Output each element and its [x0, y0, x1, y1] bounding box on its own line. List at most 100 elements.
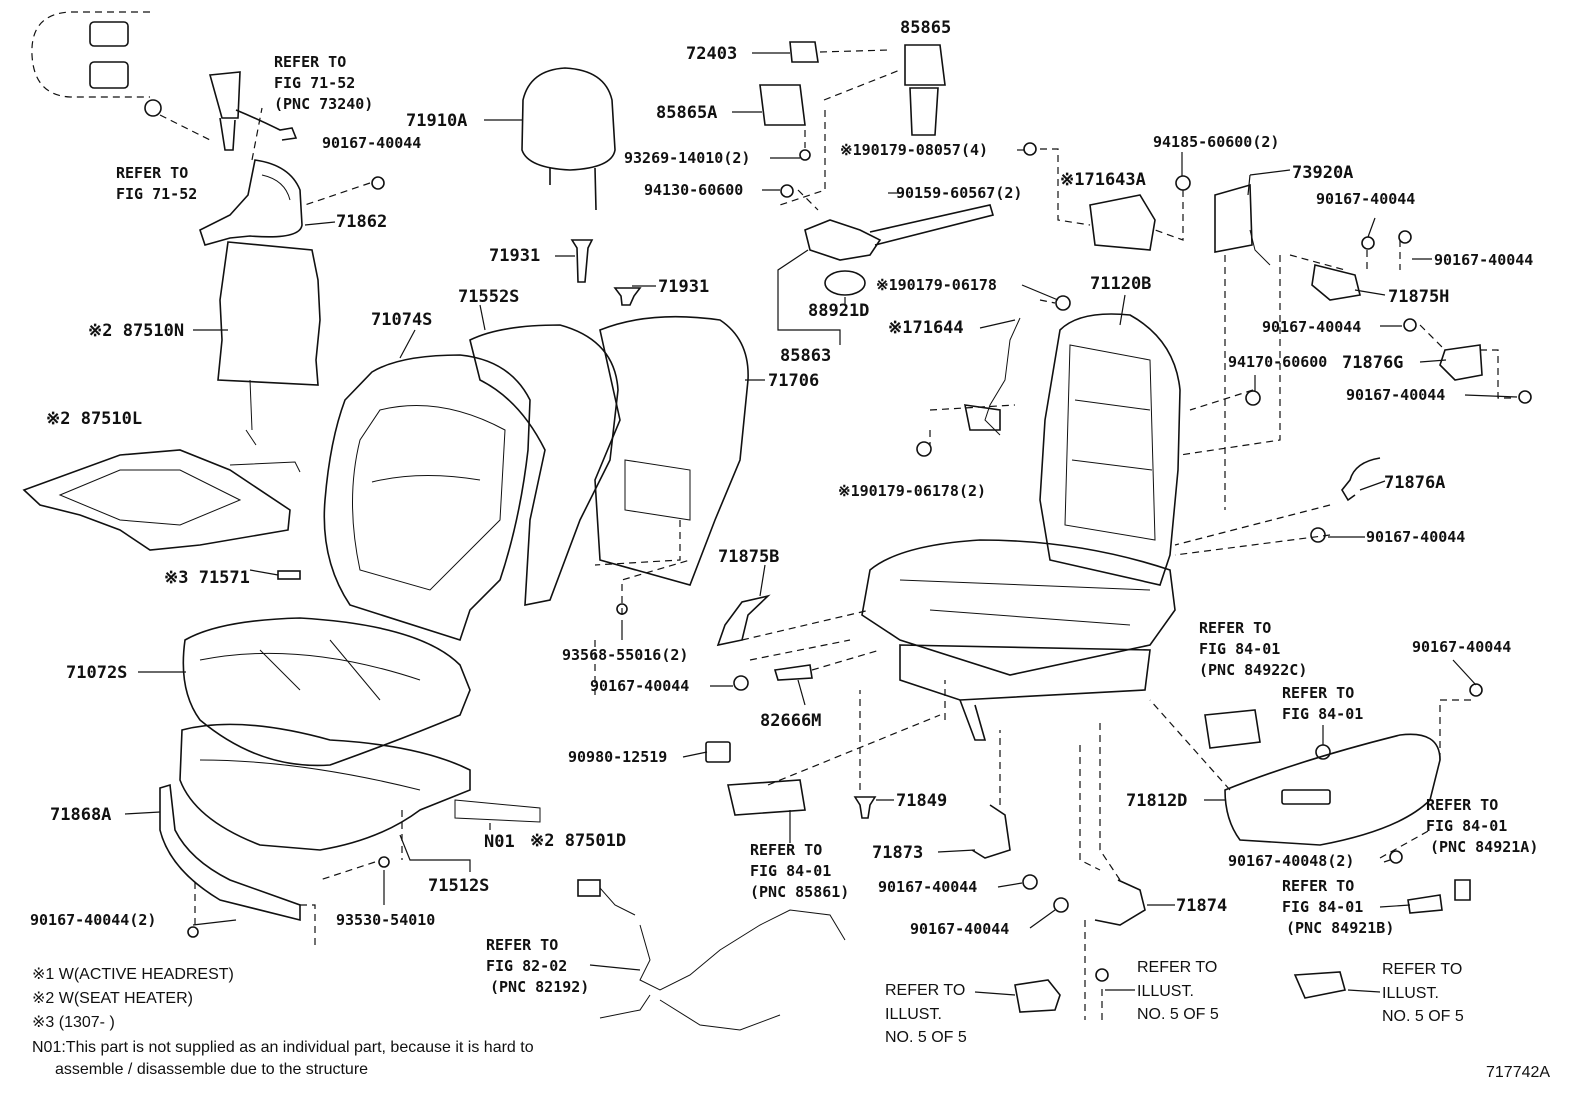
label-71868a[interactable]: 71868A: [50, 805, 111, 825]
part-87501d-harness: [577, 879, 846, 1031]
label-94170[interactable]: 94170-60600: [1228, 353, 1327, 371]
label-90167-6[interactable]: 90167-40044: [1366, 528, 1465, 546]
label-93530[interactable]: 93530-54010: [336, 911, 435, 929]
refer-fig-84-01-85861-pnc: (PNC 85861): [750, 883, 849, 901]
refer-illust-c-no: NO. 5 OF 5: [1382, 1008, 1464, 1025]
label-85863[interactable]: 85863: [780, 346, 831, 366]
svg-text:REFER TO: REFER TO: [274, 53, 346, 71]
refer-illust-a-no: NO. 5 OF 5: [885, 1029, 967, 1046]
refer-illust-b-no: NO. 5 OF 5: [1137, 1006, 1219, 1023]
label-93568[interactable]: 93568-55016(2): [562, 646, 688, 664]
part-85863-recliner: [804, 204, 995, 296]
label-71512s[interactable]: 71512S: [428, 876, 489, 896]
label-71875h[interactable]: 71875H: [1388, 287, 1449, 307]
refer-fig-82-02: REFER TO: [486, 936, 558, 954]
label-87501d[interactable]: ※2 87501D: [530, 831, 626, 851]
refer-fig-84-01-b-fig: FIG 84-01: [1282, 898, 1363, 916]
label-90167-8[interactable]: 90167-40044: [590, 677, 689, 695]
part-71873-bracket: [971, 804, 1146, 926]
label-90167-9[interactable]: 90167-40044: [878, 878, 977, 896]
part-71512s-cushion-pad: [179, 723, 541, 851]
label-87510l[interactable]: ※2 87510L: [46, 409, 142, 429]
refer-fig-84-01-85861: REFER TO: [750, 841, 822, 859]
part-71876a-lever: [1310, 457, 1381, 543]
label-71072s[interactable]: 71072S: [66, 663, 127, 683]
seat-belt-buckle: [144, 71, 298, 151]
refer-illust-b: REFER TO: [1137, 959, 1217, 976]
label-71120b[interactable]: 71120B: [1090, 274, 1151, 294]
label-94130[interactable]: 94130-60600: [644, 181, 743, 199]
part-82666m-clip: [773, 664, 813, 681]
label-73920a[interactable]: 73920A: [1292, 163, 1353, 183]
part-71552s-pad: [469, 324, 619, 606]
part-71875h-bracket: [1245, 230, 1532, 406]
label-190179-06178-b[interactable]: ※190179-06178(2): [838, 482, 986, 500]
label-90167-11[interactable]: 90167-40044: [910, 920, 1009, 938]
label-71874[interactable]: 71874: [1176, 896, 1227, 916]
refer-fig-84-01-85861-fig: FIG 84-01: [750, 862, 831, 880]
refer-illust-b-ill: ILLUST.: [1137, 983, 1194, 1000]
label-85865a[interactable]: 85865A: [656, 103, 717, 123]
part-73920a-airbag: [1214, 183, 1271, 266]
part-71074s-seatback-cover: [323, 354, 531, 642]
vehicle-orientation-icon: [31, 11, 150, 98]
svg-text:(PNC 73240): (PNC 73240): [274, 95, 373, 113]
label-71931-a[interactable]: 71931: [489, 246, 540, 266]
label-88921d[interactable]: 88921D: [808, 301, 869, 321]
label-71910a[interactable]: 71910A: [406, 111, 467, 131]
label-72403[interactable]: 72403: [686, 44, 737, 64]
label-171644[interactable]: ※171644: [888, 318, 964, 338]
refer-fig-84-01-a-fig: FIG 84-01: [1426, 817, 1507, 835]
refer-illust-c-ill: ILLUST.: [1382, 985, 1439, 1002]
label-90167-40048[interactable]: 90167-40048(2): [1228, 852, 1354, 870]
label-90167-3[interactable]: 90167-40044: [1434, 251, 1533, 269]
refer-fig-84-01-a: REFER TO: [1426, 796, 1498, 814]
leader-lines: [124, 52, 1518, 996]
label-71873[interactable]: 71873: [872, 843, 923, 863]
label-90167-7[interactable]: 90167-40044: [1412, 638, 1511, 656]
label-90167-4[interactable]: 90167-40044: [1262, 318, 1361, 336]
label-71849[interactable]: 71849: [896, 791, 947, 811]
label-71875b[interactable]: 71875B: [718, 547, 779, 567]
label-190179-08057[interactable]: ※190179-08057(4): [840, 141, 988, 159]
label-71876a[interactable]: 71876A: [1384, 473, 1445, 493]
svg-text:FIG 71-52: FIG 71-52: [274, 74, 355, 92]
label-90167-5[interactable]: 90167-40044: [1346, 386, 1445, 404]
label-71812d[interactable]: 71812D: [1126, 791, 1187, 811]
label-71931-b[interactable]: 71931: [658, 277, 709, 297]
refer-fig-71-52-a-fig: FIG 71-52: [274, 74, 355, 92]
label-93269[interactable]: 93269-14010(2): [624, 149, 750, 167]
refer-fig-82-02-fig: FIG 82-02: [486, 957, 567, 975]
refer-fig-84-01-c-fig: FIG 84-01: [1199, 640, 1280, 658]
label-90167-1[interactable]: 90167-40044: [322, 134, 421, 152]
label-190179-06178-a[interactable]: ※190179-06178: [876, 276, 997, 294]
label-n01[interactable]: N01: [484, 832, 515, 852]
label-85865[interactable]: 85865: [900, 18, 951, 38]
label-71862[interactable]: 71862: [336, 212, 387, 232]
label-71706[interactable]: 71706: [768, 371, 819, 391]
label-71571[interactable]: ※3 71571: [164, 568, 250, 588]
label-90167-2[interactable]: 90167-40044: [1316, 190, 1415, 208]
note-seat-heater: ※2 W(SEAT HEATER): [32, 990, 193, 1007]
refer-fig-84-01-c: REFER TO: [1199, 619, 1271, 637]
part-90980-connector: [705, 741, 731, 763]
label-171643a[interactable]: ※171643A: [1060, 170, 1146, 190]
label-82666m[interactable]: 82666M: [760, 711, 821, 731]
label-90167-10[interactable]: 90167-40044(2): [30, 911, 156, 929]
label-94185[interactable]: 94185-60600(2): [1153, 133, 1279, 151]
part-71868a-trim: [159, 783, 390, 938]
refer-illust-c: REFER TO: [1382, 961, 1462, 978]
label-90980[interactable]: 90980-12519: [568, 748, 667, 766]
label-87510n[interactable]: ※2 87510N: [88, 321, 184, 341]
label-90159[interactable]: 90159-60567(2): [896, 184, 1022, 202]
part-171643a-actuator: [1023, 142, 1191, 251]
label-71074s[interactable]: 71074S: [371, 310, 432, 330]
refer-illust-a: REFER TO: [885, 982, 965, 999]
refer-fig-84-01-a-pnc: (PNC 84921A): [1430, 838, 1538, 856]
label-71876g[interactable]: 71876G: [1342, 353, 1403, 373]
refer-fig-71-52-a: REFER TO: [274, 53, 346, 71]
refer-fig-84-01-b-pnc: (PNC 84921B): [1286, 919, 1394, 937]
label-71552s[interactable]: 71552S: [458, 287, 519, 307]
